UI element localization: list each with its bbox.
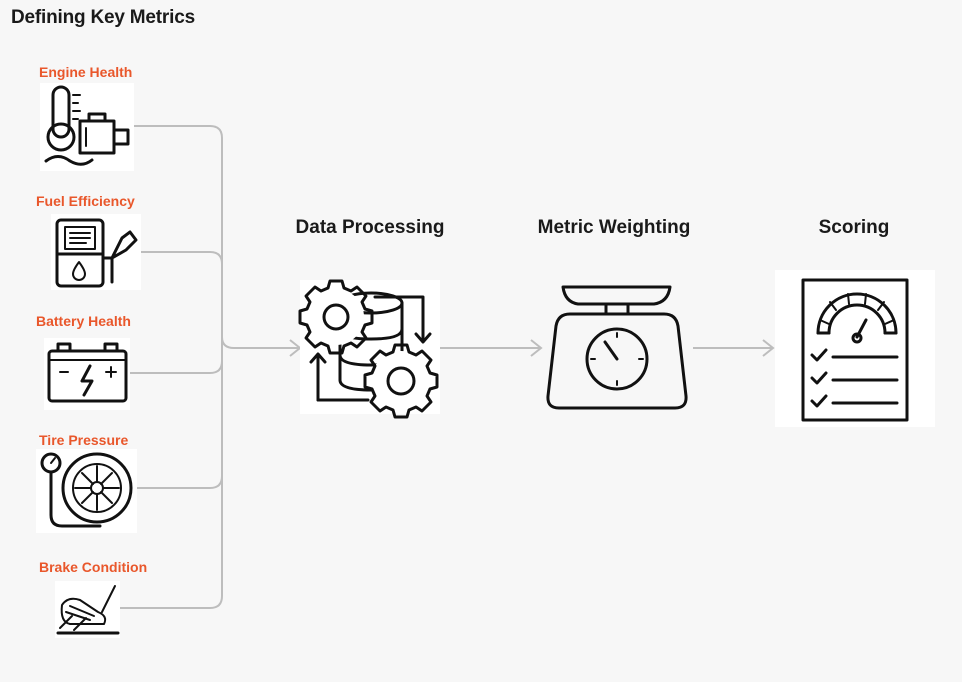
stage-connectors	[440, 339, 775, 357]
arrowhead-scoring	[762, 339, 775, 357]
fuel-pump-icon	[51, 214, 141, 290]
stage-label-metric-weighting: Metric Weighting	[537, 217, 691, 238]
metric-label-battery-health: Battery Health	[36, 313, 131, 329]
connector-engine-brake	[120, 125, 223, 609]
metric-label-engine-health: Engine Health	[39, 64, 133, 80]
scale-icon	[546, 285, 688, 410]
scorecard-icon	[775, 270, 935, 427]
metric-label-fuel-efficiency: Fuel Efficiency	[36, 193, 135, 209]
engine-icon	[40, 83, 134, 171]
metric-label-tire-pressure: Tire Pressure	[39, 432, 129, 448]
battery-icon	[44, 338, 130, 410]
tire-pressure-icon	[36, 449, 137, 533]
brake-pedal-icon	[55, 581, 120, 638]
connector-tire	[137, 475, 223, 489]
connector-battery	[130, 360, 223, 374]
metric-connectors	[120, 125, 302, 609]
stage-label-scoring: Scoring	[818, 217, 890, 238]
stage-label-data-processing: Data Processing	[295, 217, 445, 238]
arrowhead-weighting	[530, 339, 543, 357]
metric-label-brake-condition: Brake Condition	[39, 559, 148, 575]
connector-fuel	[141, 251, 223, 265]
connector-trunk-to-processing	[221, 336, 299, 349]
gears-database-icon	[298, 279, 440, 419]
page-title: Defining Key Metrics	[11, 7, 195, 28]
